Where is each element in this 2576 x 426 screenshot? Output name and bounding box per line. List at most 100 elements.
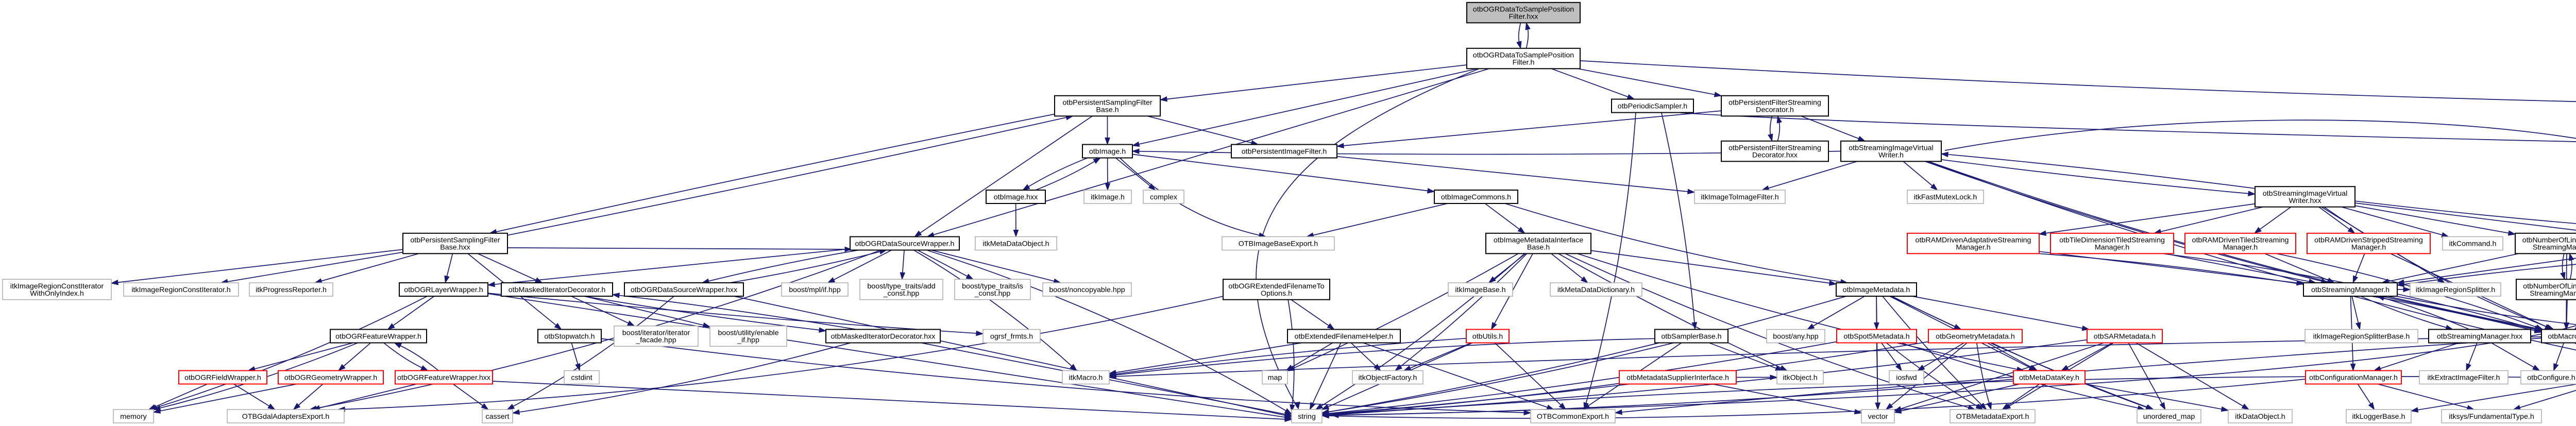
svg-text:boost/utility/enable: boost/utility/enable: [718, 329, 778, 337]
svg-text:otbConfigurationManager.h: otbConfigurationManager.h: [2309, 374, 2398, 382]
svg-text:_if.hpp: _if.hpp: [737, 336, 759, 344]
svg-text:otbOGRDataSourceWrapper.hxx: otbOGRDataSourceWrapper.hxx: [631, 286, 737, 294]
svg-text:OTBGdalAdaptersExport.h: OTBGdalAdaptersExport.h: [242, 413, 330, 421]
svg-text:itkImageRegionConstIterator: itkImageRegionConstIterator: [10, 282, 104, 291]
svg-text:otbImageMetadata.h: otbImageMetadata.h: [1843, 286, 1910, 294]
svg-text:otbRAMDrivenAdaptativeStreamin: otbRAMDrivenAdaptativeStreaming: [1916, 236, 2031, 245]
svg-text:boost/type_traits/add: boost/type_traits/add: [867, 282, 935, 291]
svg-text:otbStreamingManager.h: otbStreamingManager.h: [2311, 286, 2389, 294]
svg-text:itkImageRegionConstIterator.h: itkImageRegionConstIterator.h: [131, 286, 230, 294]
svg-text:otbStreamingImageVirtual: otbStreamingImageVirtual: [2263, 190, 2348, 198]
svg-text:itkLoggerBase.h: itkLoggerBase.h: [2352, 413, 2405, 421]
svg-text:StreamingManager.h: StreamingManager.h: [2533, 243, 2576, 251]
svg-text:otbImage.h: otbImage.h: [1089, 148, 1126, 156]
svg-text:OTBCommonExport.h: OTBCommonExport.h: [1537, 413, 1609, 421]
svg-text:Writer.h: Writer.h: [1878, 151, 1904, 159]
svg-text:OTBImageBaseExport.h: OTBImageBaseExport.h: [1239, 240, 1318, 248]
svg-text:cstdint: cstdint: [571, 374, 592, 382]
svg-text:otbOGRLayerWrapper.h: otbOGRLayerWrapper.h: [404, 286, 483, 294]
svg-text:Options.h: Options.h: [1261, 289, 1292, 298]
svg-text:Manager.h: Manager.h: [1956, 243, 1990, 251]
svg-text:ogrsf_frmts.h: ogrsf_frmts.h: [990, 333, 1033, 341]
svg-text:otbPeriodicSampler.h: otbPeriodicSampler.h: [1618, 103, 1687, 111]
svg-text:otbOGRDataToSamplePosition: otbOGRDataToSamplePosition: [1473, 52, 1574, 60]
svg-text:otbOGRExtendedFilenameTo: otbOGRExtendedFilenameTo: [1228, 282, 1324, 291]
svg-text:itkMacro.h: itkMacro.h: [1069, 374, 1103, 382]
svg-text:Writer.hxx: Writer.hxx: [2289, 197, 2321, 205]
svg-text:otbPersistentSamplingFilter: otbPersistentSamplingFilter: [1062, 99, 1152, 107]
svg-text:otbPersistentFilterStreaming: otbPersistentFilterStreaming: [1728, 99, 1821, 107]
svg-text:itkImageToImageFilter.h: itkImageToImageFilter.h: [1701, 193, 1778, 201]
svg-text:iosfwd: iosfwd: [1896, 374, 1917, 382]
svg-text:otbMaskedIteratorDecorator.h: otbMaskedIteratorDecorator.h: [509, 286, 606, 294]
svg-text:otbImage.hxx: otbImage.hxx: [994, 193, 1038, 201]
svg-text:unordered_map: unordered_map: [2143, 413, 2195, 421]
svg-text:otbSARMetadata.h: otbSARMetadata.h: [2094, 333, 2156, 341]
svg-text:otbOGRFieldWrapper.h: otbOGRFieldWrapper.h: [184, 374, 261, 382]
svg-text:otbImageCommons.h: otbImageCommons.h: [1441, 193, 1511, 201]
svg-text:otbOGRFeatureWrapper.h: otbOGRFeatureWrapper.h: [335, 333, 421, 341]
svg-text:otbRAMDrivenTiledStreaming: otbRAMDrivenTiledStreaming: [2192, 236, 2289, 245]
svg-text:StreamingManager.hxx: StreamingManager.hxx: [2530, 289, 2576, 298]
svg-text:otbPersistentFilterStreaming: otbPersistentFilterStreaming: [1728, 144, 1821, 152]
svg-text:itkMetaDataDictionary.h: itkMetaDataDictionary.h: [1557, 286, 1635, 294]
svg-text:boost/iterator/iterator: boost/iterator/iterator: [622, 329, 690, 337]
svg-text:boost/mpl/if.hpp: boost/mpl/if.hpp: [789, 286, 841, 294]
svg-text:otbMetaDataKey.h: otbMetaDataKey.h: [2019, 374, 2079, 382]
svg-text:memory: memory: [120, 413, 147, 421]
svg-text:otbUtils.h: otbUtils.h: [1472, 333, 1503, 341]
svg-text:otbStopwatch.h: otbStopwatch.h: [544, 333, 595, 341]
svg-text:Decorator.h: Decorator.h: [1756, 106, 1794, 114]
svg-text:otbOGRGeometryWrapper.h: otbOGRGeometryWrapper.h: [284, 374, 377, 382]
svg-text:_const.hpp: _const.hpp: [883, 289, 920, 298]
svg-text:otbTileDimensionTiledStreaming: otbTileDimensionTiledStreaming: [2059, 236, 2165, 245]
svg-text:itkImageRegionSplitter.h: itkImageRegionSplitter.h: [2416, 286, 2495, 294]
svg-text:otbMaskedIteratorDecorator.hxx: otbMaskedIteratorDecorator.hxx: [831, 333, 936, 341]
svg-text:boost/noncopyable.hpp: boost/noncopyable.hpp: [1049, 286, 1125, 294]
svg-text:otbOGRDataToSamplePosition: otbOGRDataToSamplePosition: [1473, 6, 1574, 14]
svg-text:otbOGRFeatureWrapper.hxx: otbOGRFeatureWrapper.hxx: [397, 374, 490, 382]
svg-text:itkImage.h: itkImage.h: [1091, 193, 1125, 201]
svg-text:otbNumberOfLinesStripped: otbNumberOfLinesStripped: [2523, 282, 2576, 291]
svg-text:Base.h: Base.h: [1096, 106, 1118, 114]
svg-text:otbMetadataSupplierInterface.h: otbMetadataSupplierInterface.h: [1626, 374, 1729, 382]
svg-text:otbConfigure.h: otbConfigure.h: [2527, 374, 2575, 382]
svg-text:Manager.h: Manager.h: [2095, 243, 2129, 251]
svg-text:WithOnlyIndex.h: WithOnlyIndex.h: [30, 289, 84, 298]
svg-text:otbRAMDrivenStrippedStreaming: otbRAMDrivenStrippedStreaming: [2314, 236, 2423, 245]
svg-text:otbExtendedFilenameHelper.h: otbExtendedFilenameHelper.h: [1295, 333, 1394, 341]
svg-text:complex: complex: [1150, 193, 1177, 201]
svg-text:otbStreamingManager.hxx: otbStreamingManager.hxx: [2437, 333, 2522, 341]
svg-text:Filter.h: Filter.h: [1513, 58, 1535, 66]
svg-text:otbPersistentSamplingFilter: otbPersistentSamplingFilter: [410, 236, 500, 245]
svg-text:Decorator.hxx: Decorator.hxx: [1752, 151, 1798, 159]
svg-text:otbSpot5Metadata.h: otbSpot5Metadata.h: [1843, 333, 1909, 341]
svg-text:_const.hpp: _const.hpp: [974, 289, 1011, 298]
svg-text:itkFastMutexLock.h: itkFastMutexLock.h: [1914, 193, 1977, 201]
svg-text:map: map: [1268, 374, 1282, 382]
svg-text:itkDataObject.h: itkDataObject.h: [2235, 413, 2285, 421]
svg-text:Base.h: Base.h: [1527, 243, 1550, 251]
svg-text:otbImageMetadataInterface: otbImageMetadataInterface: [1494, 236, 1583, 245]
svg-text:vector: vector: [1868, 413, 1888, 421]
svg-text:Manager.h: Manager.h: [2351, 243, 2386, 251]
svg-text:boost/type_traits/is: boost/type_traits/is: [962, 282, 1023, 291]
svg-text:otbPersistentImageFilter.h: otbPersistentImageFilter.h: [1242, 148, 1327, 156]
svg-text:Manager.h: Manager.h: [2223, 243, 2258, 251]
svg-text:OTBMetadataExport.h: OTBMetadataExport.h: [1956, 413, 2029, 421]
svg-text:otbStreamingImageVirtual: otbStreamingImageVirtual: [1849, 144, 1934, 152]
svg-text:cassert: cassert: [486, 413, 510, 421]
svg-text:itkProgressReporter.h: itkProgressReporter.h: [256, 286, 327, 294]
svg-text:otbNumberOfLinesStripped: otbNumberOfLinesStripped: [2522, 236, 2576, 245]
svg-text:itksys/FundamentalType.h: itksys/FundamentalType.h: [2449, 413, 2534, 421]
svg-text:Base.hxx: Base.hxx: [440, 243, 470, 251]
svg-text:itkObjectFactory.h: itkObjectFactory.h: [1359, 374, 1417, 382]
svg-text:itkImageBase.h: itkImageBase.h: [1455, 286, 1505, 294]
svg-text:itkObject.h: itkObject.h: [1783, 374, 1817, 382]
svg-text:otbGeometryMetadata.h: otbGeometryMetadata.h: [1936, 333, 2015, 341]
svg-text:itkMetaDataObject.h: itkMetaDataObject.h: [982, 240, 1049, 248]
svg-text:Filter.hxx: Filter.hxx: [1509, 12, 1538, 21]
svg-text:itkCommand.h: itkCommand.h: [2449, 240, 2497, 248]
svg-text:string: string: [1298, 413, 1316, 421]
